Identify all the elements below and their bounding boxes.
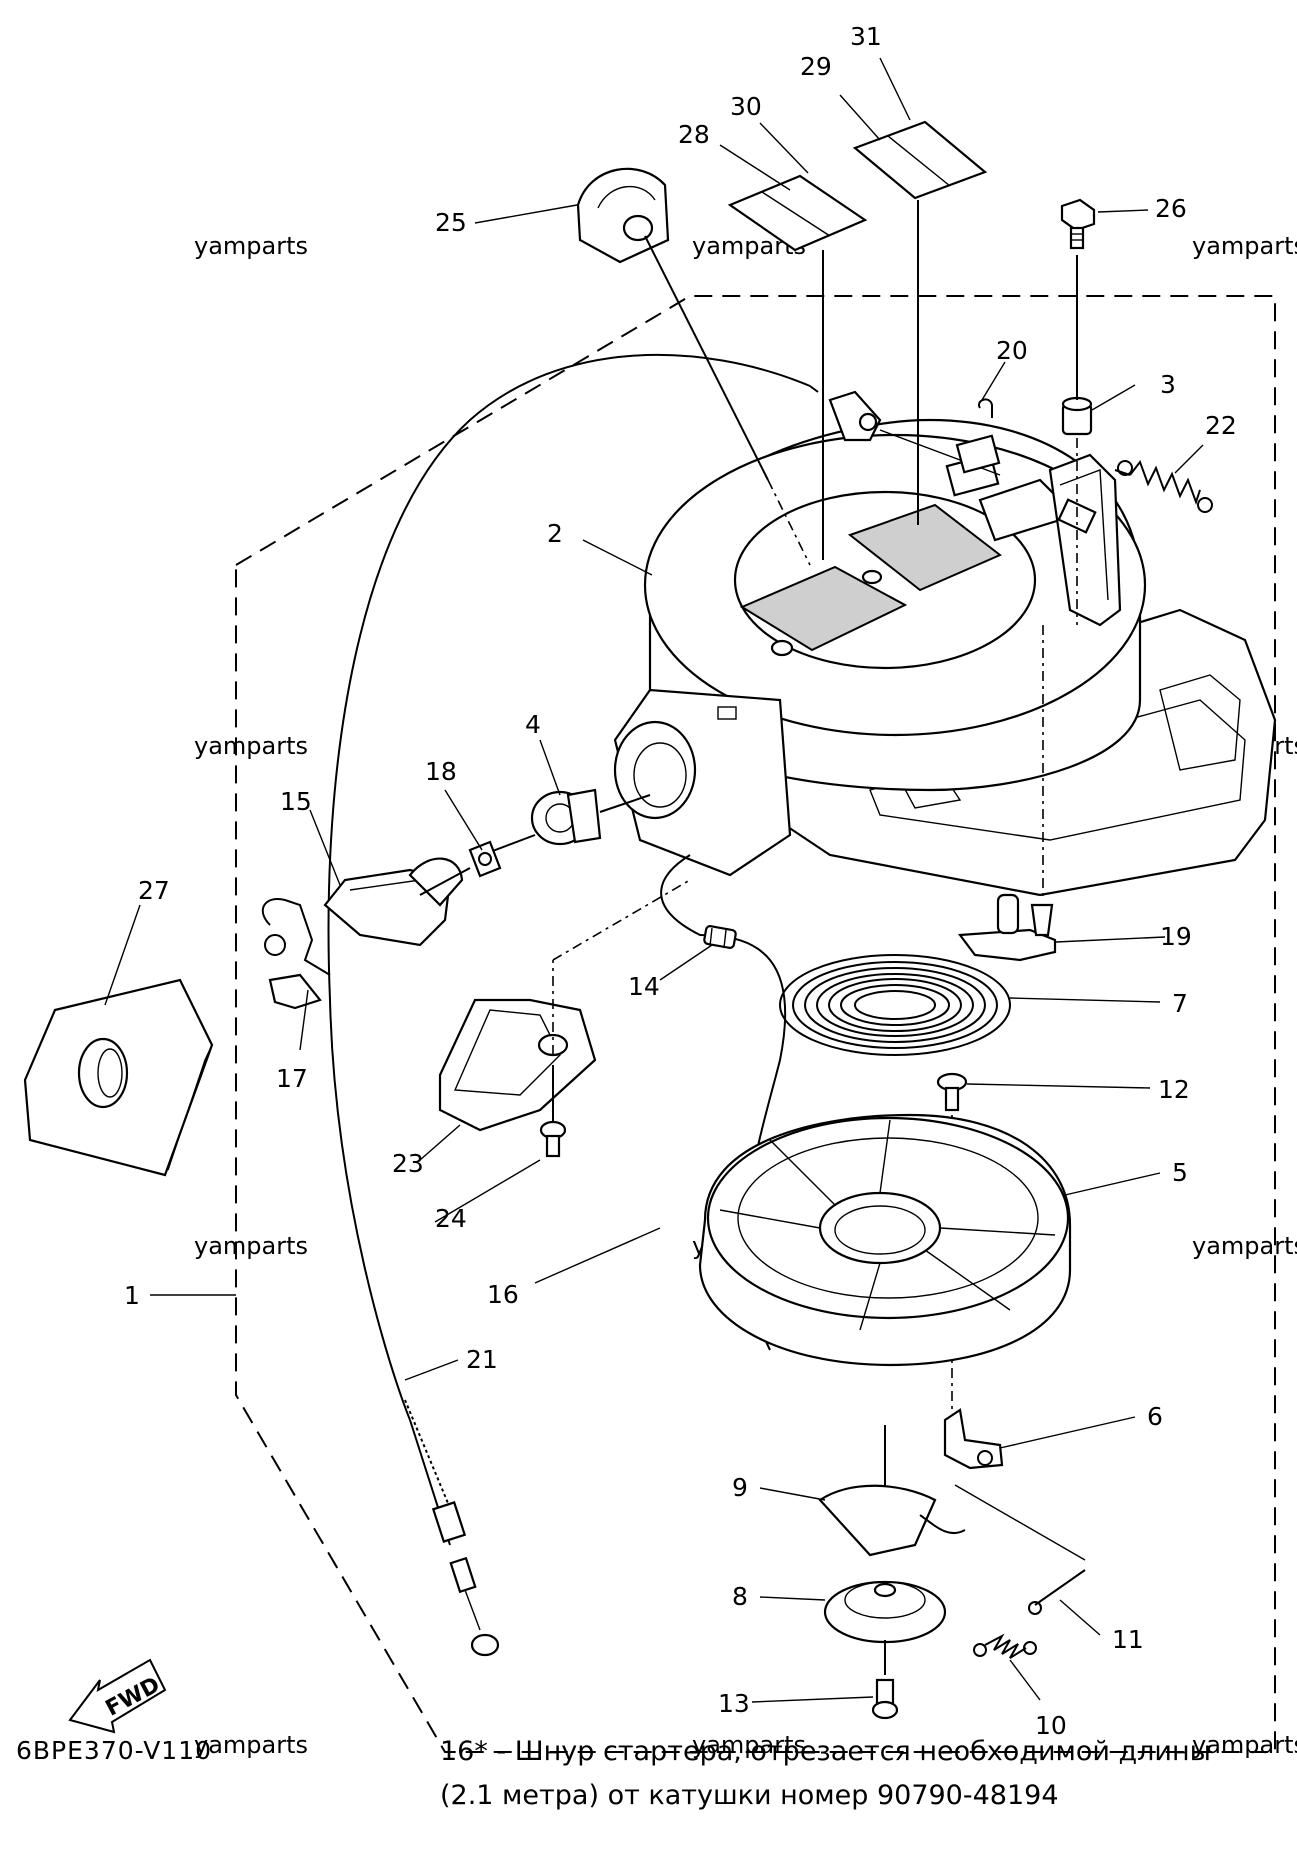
part-8-drive-plate <box>823 1580 947 1644</box>
part-9-friction-spring <box>818 1484 966 1557</box>
callout-7: 7 <box>1172 989 1188 1018</box>
part-23-bracket <box>438 998 597 1132</box>
callout-1: 1 <box>124 1281 140 1310</box>
part-14-grommet <box>703 925 737 949</box>
callout-13: 13 <box>718 1689 750 1718</box>
watermark: yamparts <box>1192 1731 1297 1759</box>
part-25-clip <box>576 167 670 264</box>
decals <box>727 120 988 252</box>
callout-20: 20 <box>996 336 1028 365</box>
callout-15: 15 <box>280 787 312 816</box>
cable-end-fitting <box>828 390 1001 476</box>
part-20-pin <box>955 398 1001 474</box>
callout-10: 10 <box>1035 1711 1067 1740</box>
part-10-spring <box>973 1633 1037 1659</box>
callout-9: 9 <box>732 1473 748 1502</box>
callout-6: 6 <box>1147 1402 1163 1431</box>
callout-22: 22 <box>1205 411 1237 440</box>
starter-housing <box>613 418 1277 897</box>
watermark: yamparts <box>1192 232 1297 260</box>
part-13-bolt <box>871 1678 899 1720</box>
watermark: yamparts <box>1192 1232 1297 1260</box>
callout-18: 18 <box>425 757 457 786</box>
watermark: yamparts <box>194 232 309 260</box>
callout-16: 16 <box>487 1280 519 1309</box>
footnote: 16* - Шнур стартера, отрезается необходи… <box>440 1730 1211 1818</box>
part-7-spiral-spring <box>779 954 1011 1056</box>
callout-23: 23 <box>392 1149 424 1178</box>
part-17-clip <box>261 898 331 1010</box>
callout-numbers: 1 2 3 4 5 6 7 8 9 10 11 12 13 14 15 16 1… <box>124 22 1237 1740</box>
fwd-label: FWD <box>102 1673 165 1722</box>
part-12-screw <box>936 1072 968 1112</box>
callout-11: 11 <box>1112 1625 1144 1654</box>
callout-21: 21 <box>466 1345 498 1374</box>
callout-8: 8 <box>732 1582 748 1611</box>
fwd-arrow-icon <box>68 1658 167 1734</box>
part-6-ratchet <box>943 1408 1004 1470</box>
leader-lines <box>104 57 1204 1703</box>
part-11-pin <box>1028 1569 1086 1615</box>
watermark: yamparts <box>194 1232 309 1260</box>
callout-12: 12 <box>1158 1075 1190 1104</box>
callout-5: 5 <box>1172 1158 1188 1187</box>
callout-17: 17 <box>276 1064 308 1093</box>
watermark: yamparts <box>194 732 309 760</box>
callout-4: 4 <box>525 710 541 739</box>
throttle-cable <box>327 353 811 1421</box>
callout-24: 24 <box>435 1204 467 1233</box>
footnote-line-1: 16* - Шнур стартера, отрезается необходи… <box>440 1736 1211 1767</box>
part-4-grommet <box>530 788 602 846</box>
part-5-pulley <box>698 1113 1072 1367</box>
watermark: yamparts <box>194 1731 309 1759</box>
callout-2: 2 <box>547 519 563 548</box>
callout-30: 30 <box>730 92 762 121</box>
assembly-boundary <box>235 295 1276 1753</box>
diagram-code: 6BPE370-V110 <box>16 1736 213 1765</box>
callout-27: 27 <box>138 876 170 905</box>
callout-26: 26 <box>1155 194 1187 223</box>
callout-14: 14 <box>628 972 660 1001</box>
part-22-spring <box>1114 459 1213 513</box>
callout-29: 29 <box>800 52 832 81</box>
callout-3: 3 <box>1160 370 1176 399</box>
footnote-line-2: (2.1 метра) от катушки номер 90790-48194 <box>440 1780 1059 1811</box>
callout-31: 31 <box>850 22 882 51</box>
part-15-handle <box>323 857 464 947</box>
part-27-pad <box>23 978 214 1177</box>
part-18-stopper <box>468 840 502 878</box>
callout-28: 28 <box>678 120 710 149</box>
part-24-screw <box>539 1120 567 1158</box>
part-26-bolt <box>1060 198 1096 250</box>
callout-25: 25 <box>435 208 467 237</box>
part-3-collar <box>1061 396 1093 436</box>
callout-19: 19 <box>1160 922 1192 951</box>
watermark: yamparts <box>692 1731 807 1759</box>
part-19-lever <box>957 893 1057 962</box>
